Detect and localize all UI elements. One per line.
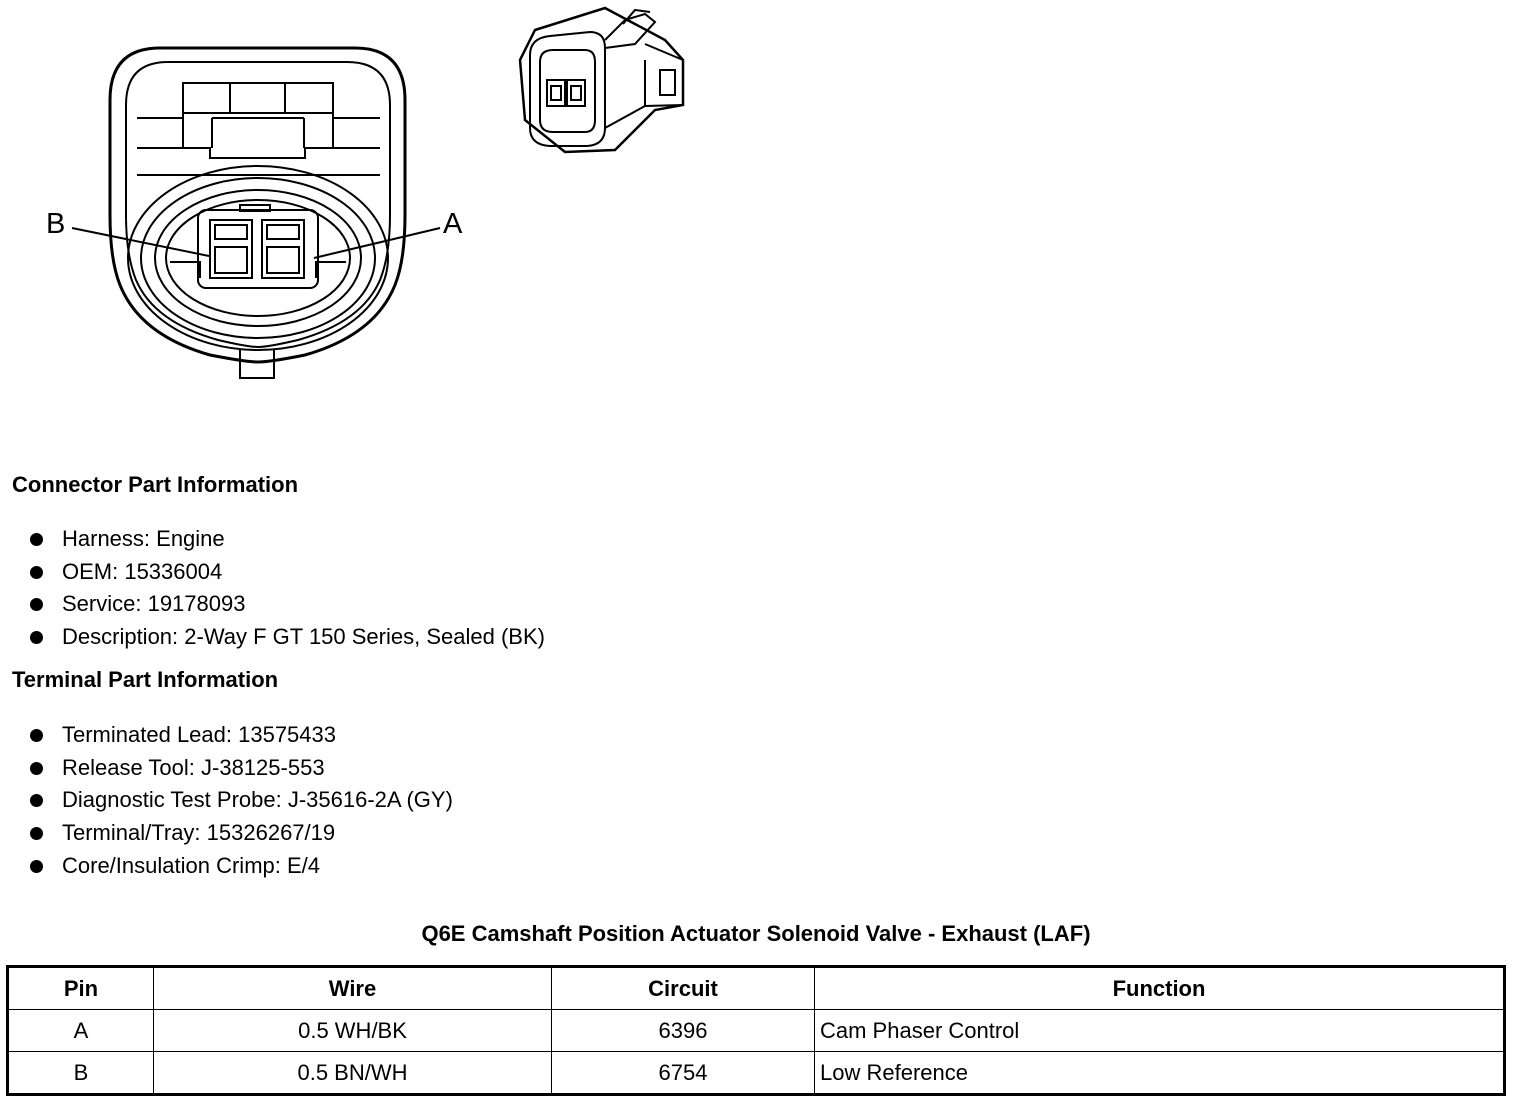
column-header-circuit: Circuit xyxy=(551,966,815,1010)
connector-info-title: Connector Part Information xyxy=(12,472,299,497)
pin-label-a: A xyxy=(443,208,463,240)
table-header-row: Pin Wire Circuit Function xyxy=(7,966,1505,1010)
list-item: Diagnostic Test Probe: J-35616-2A (GY) xyxy=(28,787,453,820)
cell-pin: A xyxy=(7,1009,154,1052)
cell-pin: B xyxy=(7,1051,154,1095)
cell-function: Cam Phaser Control xyxy=(814,1009,1505,1052)
pinout-table: Pin Wire Circuit Function A 0.5 WH/BK 63… xyxy=(6,965,1506,1096)
connector-3d-illustration xyxy=(518,6,685,154)
cell-wire: 0.5 BN/WH xyxy=(153,1051,552,1095)
table-row: A 0.5 WH/BK 6396 Cam Phaser Control xyxy=(7,1009,1505,1052)
column-header-wire: Wire xyxy=(153,966,552,1010)
list-item: Terminated Lead: 13575433 xyxy=(28,722,453,755)
cell-circuit: 6396 xyxy=(551,1009,815,1052)
list-item: Core/Insulation Crimp: E/4 xyxy=(28,853,453,886)
terminal-info-list: Terminated Lead: 13575433 Release Tool: … xyxy=(28,722,453,885)
cell-wire: 0.5 WH/BK xyxy=(153,1009,552,1052)
cell-function: Low Reference xyxy=(814,1051,1505,1095)
list-item: Harness: Engine xyxy=(28,526,545,559)
column-header-pin: Pin xyxy=(7,966,154,1010)
connector-info-list: Harness: Engine OEM: 15336004 Service: 1… xyxy=(28,526,545,657)
table-title: Q6E Camshaft Position Actuator Solenoid … xyxy=(421,921,1091,946)
list-item: Description: 2-Way F GT 150 Series, Seal… xyxy=(28,624,545,657)
list-item: OEM: 15336004 xyxy=(28,559,545,592)
column-header-function: Function xyxy=(814,966,1505,1010)
connector-face-diagram xyxy=(71,46,441,379)
table-row: B 0.5 BN/WH 6754 Low Reference xyxy=(7,1051,1505,1095)
list-item: Service: 19178093 xyxy=(28,591,545,624)
list-item: Release Tool: J-38125-553 xyxy=(28,755,453,788)
cell-circuit: 6754 xyxy=(551,1051,815,1095)
list-item: Terminal/Tray: 15326267/19 xyxy=(28,820,453,853)
terminal-info-title: Terminal Part Information xyxy=(12,667,279,692)
pin-label-b: B xyxy=(46,208,66,240)
